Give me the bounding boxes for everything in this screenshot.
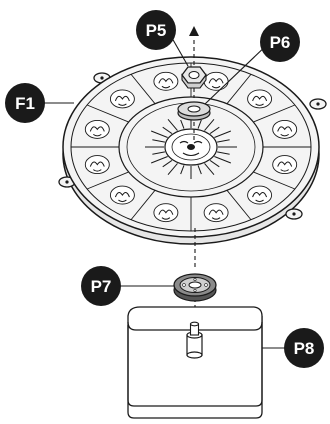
sun-ray bbox=[197, 165, 202, 175]
rubber-washer-p7 bbox=[173, 273, 217, 302]
virgo-icon bbox=[203, 203, 229, 223]
sun-ray bbox=[162, 160, 173, 168]
zodiac-divider bbox=[130, 73, 156, 104]
callout-p5: P5 bbox=[136, 10, 176, 50]
callout-label-p8: P8 bbox=[294, 339, 315, 358]
leo-icon bbox=[247, 185, 273, 205]
sun-ray bbox=[167, 118, 178, 131]
sun-ray bbox=[152, 139, 166, 143]
clock-movement-p8 bbox=[127, 306, 263, 419]
callout-badge bbox=[136, 10, 176, 50]
callout-p7: P7 bbox=[81, 266, 121, 306]
sun-ray bbox=[209, 160, 220, 168]
sun-ray bbox=[216, 139, 230, 143]
aries-icon bbox=[203, 71, 229, 91]
libra-icon bbox=[153, 203, 179, 223]
sun-ray bbox=[180, 165, 185, 175]
callout-badge bbox=[260, 22, 300, 62]
callout-f1: F1 bbox=[5, 83, 45, 123]
assembly-axis bbox=[193, 40, 196, 322]
callout-p6: P6 bbox=[260, 22, 300, 62]
zodiac-divider bbox=[253, 104, 296, 123]
washer-p6 bbox=[177, 101, 211, 121]
capricorn-icon bbox=[84, 119, 110, 139]
sun-ray bbox=[214, 130, 232, 138]
sun-ray bbox=[204, 118, 215, 131]
hex-nut-p5 bbox=[181, 66, 207, 89]
sun-ray bbox=[150, 156, 168, 164]
callout-badge bbox=[81, 266, 121, 306]
callout-badge bbox=[5, 83, 45, 123]
gemini-icon bbox=[272, 119, 298, 139]
sun-ray bbox=[209, 126, 220, 134]
sun-ray bbox=[167, 163, 178, 176]
callout-label-p5: P5 bbox=[146, 21, 167, 40]
callout-p8: P8 bbox=[284, 328, 324, 368]
sun-ray bbox=[180, 119, 185, 129]
zodiac-divider bbox=[130, 190, 156, 221]
callout-badge bbox=[284, 328, 324, 368]
zodiac-divider bbox=[226, 73, 252, 104]
callout-label-p6: P6 bbox=[270, 33, 291, 52]
callout-label-p7: P7 bbox=[91, 277, 112, 296]
sun-ray bbox=[162, 126, 173, 134]
sun-ray bbox=[152, 151, 166, 155]
zodiac-divider bbox=[86, 171, 129, 190]
zodiac-dial bbox=[58, 56, 327, 245]
sun-ray bbox=[216, 151, 230, 155]
sagittarius-icon bbox=[84, 155, 110, 175]
scorpio-icon bbox=[109, 185, 135, 205]
pisces-icon bbox=[153, 71, 179, 91]
arrow-up-icon bbox=[189, 26, 199, 36]
aquarius-icon bbox=[109, 89, 135, 109]
sun-ray bbox=[150, 130, 168, 138]
sun-ray bbox=[204, 163, 215, 176]
sun-ray bbox=[197, 119, 202, 129]
zodiac-divider bbox=[86, 104, 129, 123]
zodiac-divider bbox=[253, 171, 296, 190]
zodiac-divider bbox=[226, 190, 252, 221]
taurus-icon bbox=[247, 89, 273, 109]
sun-ray bbox=[214, 156, 232, 164]
callout-label-f1: F1 bbox=[15, 94, 35, 113]
cancer-icon bbox=[272, 155, 298, 175]
